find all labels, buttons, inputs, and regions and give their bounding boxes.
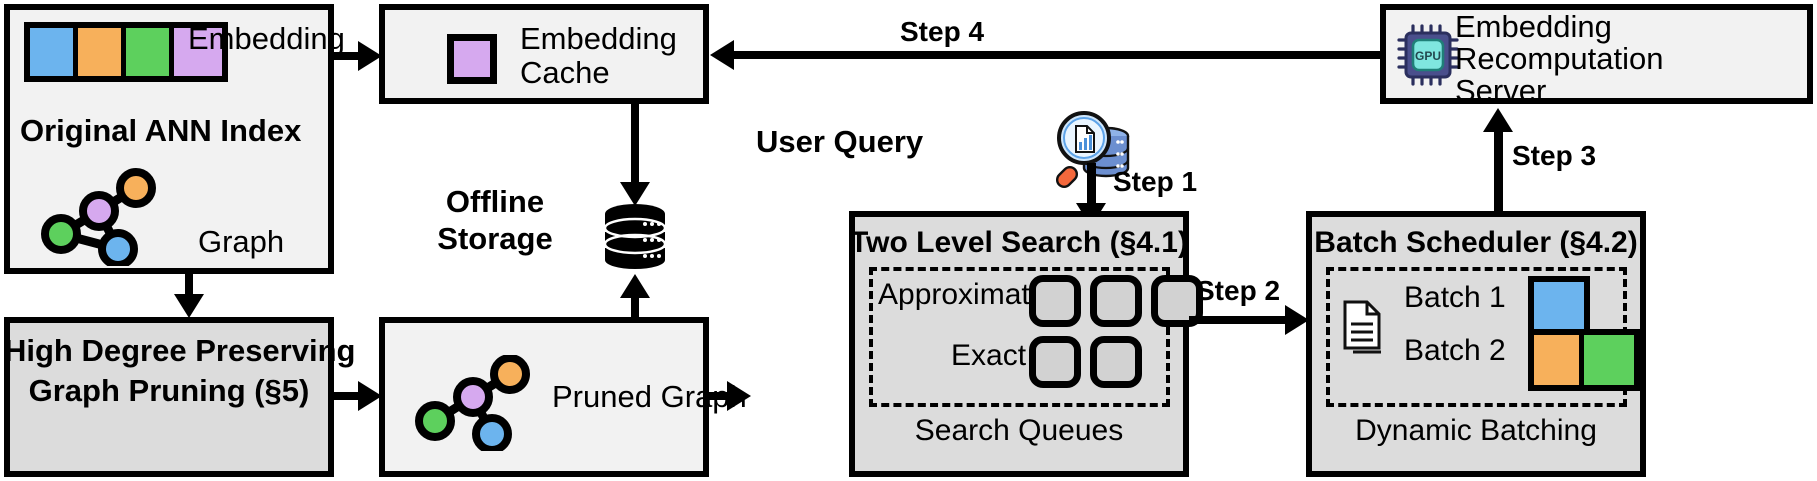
arrow-step3 [1483, 108, 1513, 132]
documents-icon [1343, 300, 1381, 354]
recomputation-server-line3: Server [1455, 73, 1547, 108]
embedding-strip [24, 22, 228, 82]
offline-storage-line1: Offline [445, 184, 545, 219]
batch-2-label: Batch 2 [1404, 334, 1506, 367]
database-cylinder-icon [603, 204, 667, 269]
connector-step4 [734, 51, 1380, 59]
queue-slot[interactable] [1090, 336, 1142, 388]
dynamic-batching-footer: Dynamic Batching [1355, 414, 1597, 447]
offline-storage-line2: Storage [437, 221, 553, 256]
recomputation-server-box [1380, 4, 1813, 104]
embedding-cell-blue [30, 28, 78, 76]
arrow-pruning-to-pruned-graph [358, 381, 382, 411]
arrow-pruned-graph-to-search [727, 381, 751, 411]
embedding-cache-line2: Cache [520, 55, 610, 90]
graph-pruning-line2: Graph Pruning (§5) [28, 373, 310, 408]
arrow-index-to-cache [358, 41, 382, 71]
batch-swatch-green [1584, 335, 1634, 385]
graph-pruning-line1: High Degree Preserving [4, 333, 356, 368]
pruned-graph-box [379, 317, 709, 477]
queue-slot[interactable] [1090, 275, 1142, 327]
two-level-search-title: Two Level Search (§4.1) [850, 226, 1188, 259]
arrow-step2 [1285, 305, 1309, 335]
embedding-label: Embedding [188, 21, 345, 56]
connector-cache-to-storage [631, 104, 639, 190]
embedding-cell-green [126, 28, 174, 76]
arrow-pruned-graph-to-storage [620, 274, 650, 298]
connector-step1 [1087, 163, 1096, 211]
search-queues-footer: Search Queues [914, 414, 1124, 447]
arrow-index-to-pruning [174, 294, 204, 318]
user-query-label: User Query [756, 124, 924, 159]
connector-index-to-cache [334, 52, 368, 60]
search-queues-dashed-region [869, 267, 1170, 407]
embedding-cell-purple [174, 28, 222, 76]
step-2-label: Step 2 [1196, 275, 1281, 306]
graph-label: Graph [198, 224, 285, 259]
original-graph-icon [41, 168, 156, 266]
batch-swatch-blue [1534, 282, 1584, 332]
exact-queue-slots [1029, 336, 1142, 388]
connector-index-to-pruning [185, 274, 193, 298]
embedding-cell-orange [78, 28, 126, 76]
batch-swatch-orange [1534, 335, 1584, 385]
recomputation-server-line1: Embedding [1455, 9, 1612, 44]
approximate-label: Approximate [878, 278, 1047, 311]
arrow-cache-to-storage [620, 182, 650, 206]
pruned-graph-icon [415, 355, 530, 451]
arrow-step4 [710, 40, 734, 70]
graph-pruning-box [4, 317, 334, 477]
approximate-queue-slots [1029, 275, 1203, 327]
queue-slot[interactable] [1029, 275, 1081, 327]
queue-slot[interactable] [1029, 336, 1081, 388]
batch-scheduler-title: Batch Scheduler (§4.2) [1314, 226, 1638, 259]
original-ann-index-title: Original ANN Index [20, 113, 302, 148]
step-4-label: Step 4 [900, 16, 985, 47]
step-1-label: Step 1 [1113, 166, 1198, 197]
svg-text:GPU: GPU [1415, 49, 1441, 63]
connector-step2 [1189, 316, 1297, 324]
gpu-chip-icon: GPU [1397, 24, 1459, 86]
embedding-cache-box [379, 4, 709, 104]
connector-step3 [1494, 130, 1503, 212]
connector-pruned-graph-to-search [709, 392, 737, 400]
batch-1-label: Batch 1 [1404, 281, 1506, 314]
connector-pruned-graph-to-storage [631, 298, 639, 320]
embedding-cache-line1: Embedding [520, 21, 677, 56]
connector-pruning-to-pruned-graph [334, 392, 368, 400]
step-3-label: Step 3 [1512, 140, 1597, 171]
batch-2-swatches [1528, 329, 1640, 391]
recomputation-server-line2: Recomputation [1455, 41, 1664, 76]
embedding-cache-swatch [447, 34, 497, 84]
exact-label: Exact [951, 339, 1027, 372]
